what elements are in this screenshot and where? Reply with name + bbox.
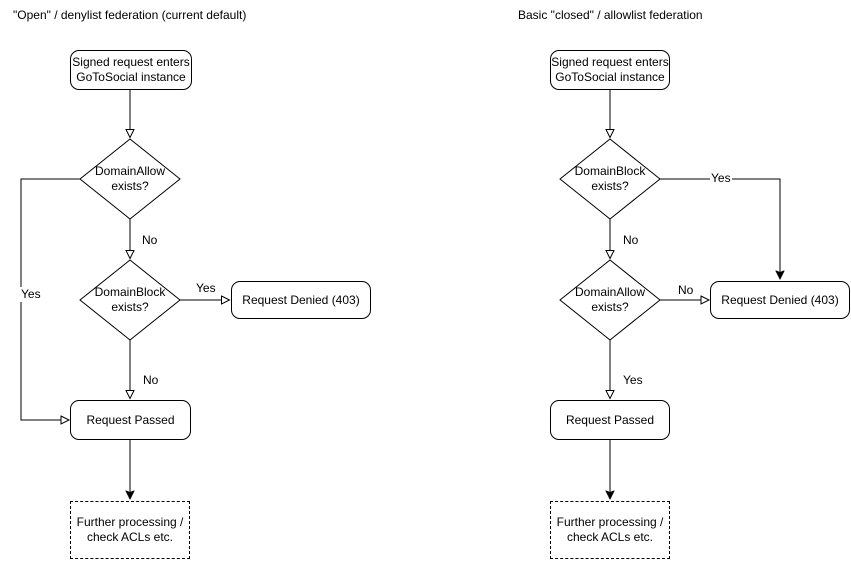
right-further-processing-node: Further processing / check ACLs etc. (550, 501, 670, 559)
right-decision1-label: DomainBlock exists? (574, 164, 646, 193)
right-edge-label-no-2: No (677, 283, 695, 298)
left-decision1-diamond (79, 138, 181, 220)
left-edge-label-yes-branch: Yes (20, 287, 42, 302)
left-decision2-diamond (79, 259, 181, 341)
left-decision1-label: DomainAllow exists? (94, 164, 166, 193)
left-edge-label-no-2: No (142, 373, 160, 388)
right-decision2-label: DomainAllow exists? (574, 285, 646, 314)
left-edge-label-yes-2: Yes (195, 281, 217, 296)
left-denied-node: Request Denied (403) (231, 281, 371, 319)
right-start-node: Signed request enters GoToSocial instanc… (550, 50, 670, 90)
left-passed-node: Request Passed (70, 400, 191, 440)
left-further-processing-node: Further processing / check ACLs etc. (70, 501, 190, 559)
left-decision2-label: DomainBlock exists? (94, 285, 166, 314)
right-edge-label-yes-1: Yes (710, 171, 732, 186)
right-passed-node: Request Passed (550, 400, 670, 440)
right-decision1-diamond (559, 138, 661, 220)
right-edge-decision1-yes (660, 178, 780, 280)
right-denied-node: Request Denied (403) (710, 281, 850, 319)
left-edge-label-no-1: No (141, 233, 159, 248)
right-chart-title: Basic "closed" / allowlist federation (518, 8, 703, 22)
right-decision2-diamond (559, 259, 661, 341)
right-edge-label-no-1: No (622, 233, 640, 248)
left-chart-title: "Open" / denylist federation (current de… (13, 8, 247, 22)
right-edge-label-yes-2: Yes (622, 373, 644, 388)
left-start-node: Signed request enters GoToSocial instanc… (70, 50, 192, 90)
